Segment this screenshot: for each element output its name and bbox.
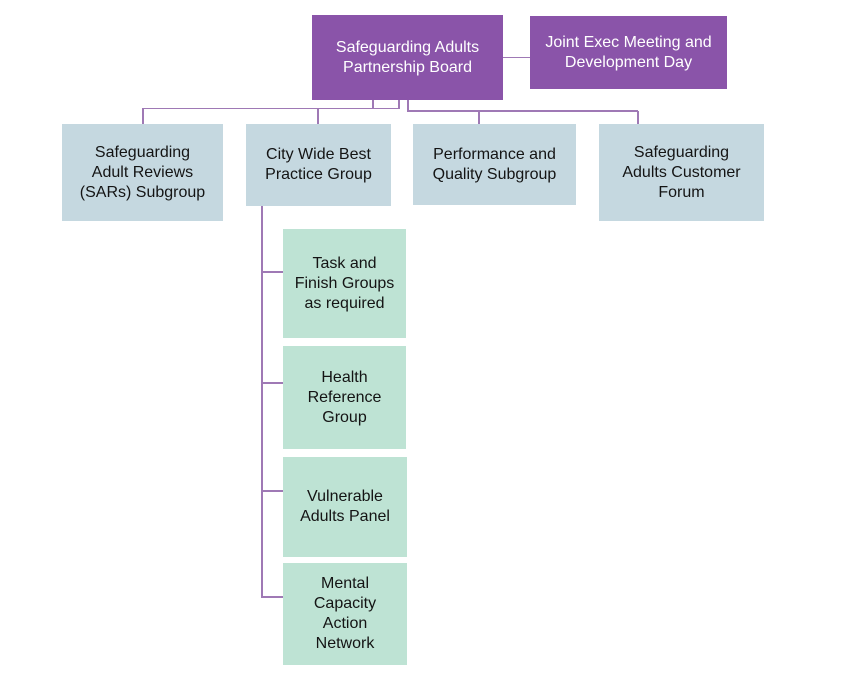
customer-forum-label: Safeguarding Adults Customer Forum [622, 143, 741, 201]
connector-branch-mental-capacity [262, 596, 283, 598]
task-finish-label: Task and Finish Groups as required [294, 254, 395, 312]
partnership-board-node: Safeguarding Adults Partnership Board [312, 15, 503, 100]
connector-drop-customer-forum [637, 111, 639, 124]
mental-capacity-node: Mental Capacity Action Network [283, 563, 407, 665]
connector-root-drop-left-a [372, 100, 374, 108]
connector-drop-city-wide [317, 108, 319, 124]
customer-forum-node: Safeguarding Adults Customer Forum [599, 124, 764, 221]
sars-subgroup-label: Safeguarding Adult Reviews (SARs) Subgro… [79, 143, 206, 201]
health-reference-label: Health Reference Group [307, 368, 382, 426]
health-reference-node: Health Reference Group [283, 346, 406, 449]
connector-drop-performance [478, 111, 480, 124]
mental-capacity-label: Mental Capacity Action Network [313, 575, 377, 652]
connector-branch-health-reference [262, 382, 283, 384]
connector-root-to-joint-exec [503, 56, 530, 59]
task-finish-node: Task and Finish Groups as required [283, 229, 406, 338]
partnership-board-label: Safeguarding Adults Partnership Board [335, 38, 480, 76]
connector-drop-sars [142, 108, 144, 124]
connector-root-drop-left-b [398, 100, 400, 109]
performance-subgroup-label: Performance and Quality Subgroup [432, 145, 557, 183]
connector-root-drop-right [407, 100, 409, 111]
joint-exec-label: Joint Exec Meeting and Development Day [545, 33, 712, 71]
sars-subgroup-node: Safeguarding Adult Reviews (SARs) Subgro… [62, 124, 223, 221]
connector-right-branch-bar [407, 110, 638, 112]
connector-branch-vulnerable-adults [262, 490, 283, 492]
performance-subgroup-node: Performance and Quality Subgroup [413, 124, 576, 205]
connector-branch-task-finish [262, 271, 283, 273]
connector-city-wide-trunk [261, 206, 263, 598]
city-wide-group-label: City Wide Best Practice Group [265, 146, 372, 183]
joint-exec-node: Joint Exec Meeting and Development Day [530, 16, 727, 89]
city-wide-group-node: City Wide Best Practice Group [246, 124, 391, 206]
vulnerable-adults-label: Vulnerable Adults Panel [300, 488, 390, 525]
vulnerable-adults-node: Vulnerable Adults Panel [283, 457, 407, 557]
connector-left-branch-bar [142, 107, 400, 110]
